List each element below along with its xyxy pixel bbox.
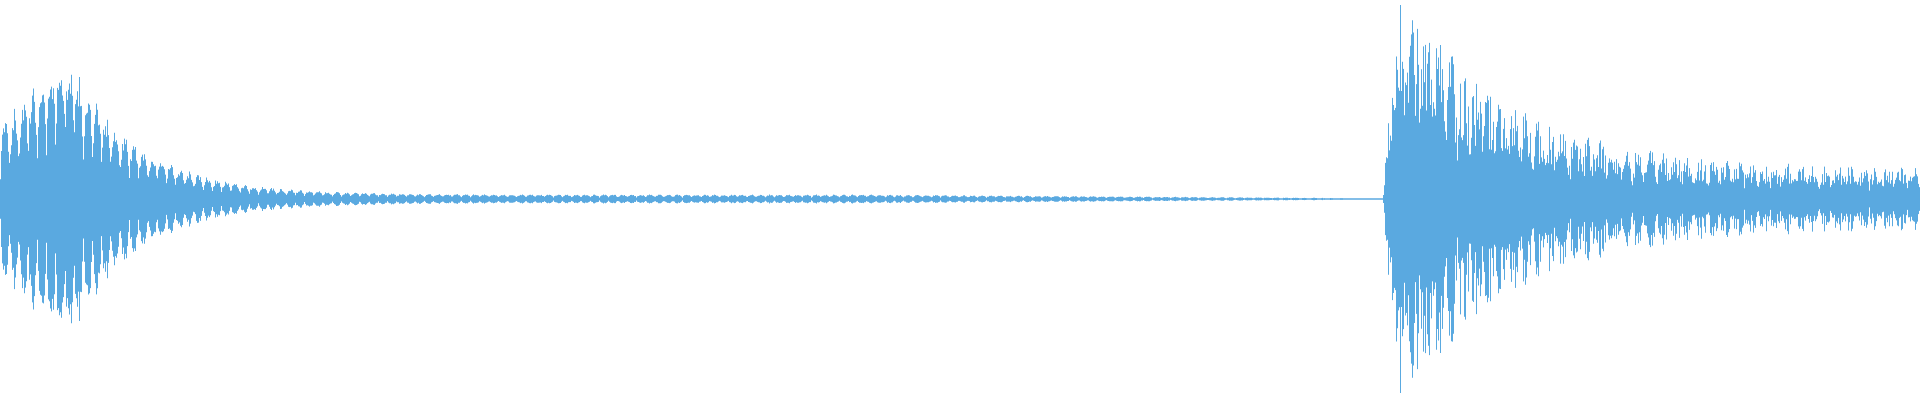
waveform-bars (0, 5, 1920, 393)
